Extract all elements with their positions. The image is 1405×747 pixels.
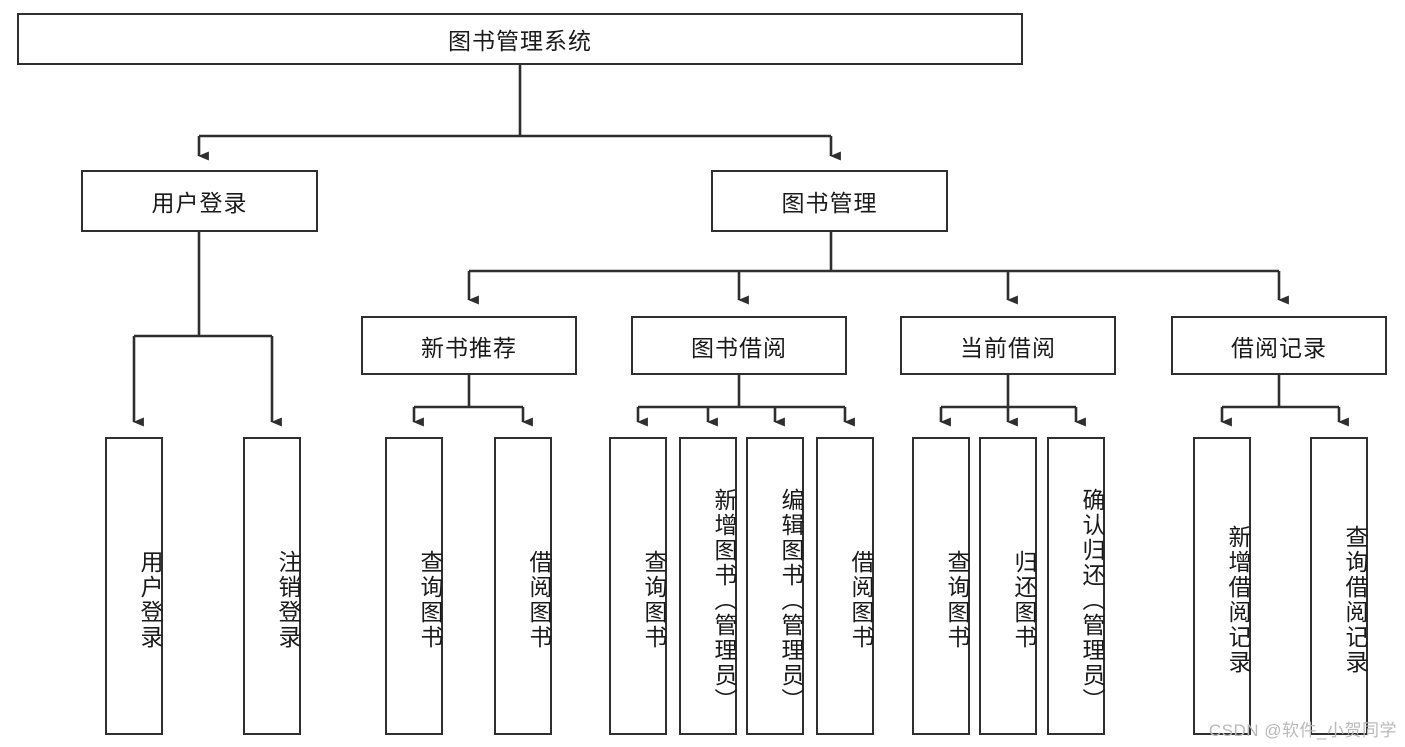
leaf-query-book-3-label: 查询图书 bbox=[944, 550, 970, 650]
leaf-add-book-label: 新增图书（管理员） bbox=[711, 487, 737, 713]
node-book-borrow[interactable]: 图书借阅 bbox=[631, 316, 847, 375]
leaf-query-book-2-label: 查询图书 bbox=[641, 550, 667, 650]
leaf-borrow-book-1-label: 借阅图书 bbox=[526, 550, 552, 650]
leaf-borrow-book-1[interactable]: 借阅图书 bbox=[494, 437, 552, 735]
node-current-borrow-label: 当前借阅 bbox=[960, 334, 1056, 361]
leaf-add-book[interactable]: 新增图书（管理员） bbox=[679, 437, 737, 735]
node-root-label: 图书管理系统 bbox=[448, 28, 592, 54]
leaf-user-logout-label: 注销登录 bbox=[275, 550, 301, 650]
leaf-return-book[interactable]: 归还图书 bbox=[979, 437, 1037, 735]
leaf-query-record-label: 查询借阅记录 bbox=[1342, 525, 1368, 675]
leaf-edit-book[interactable]: 编辑图书（管理员） bbox=[746, 437, 804, 735]
leaf-user-logout[interactable]: 注销登录 bbox=[243, 437, 301, 735]
leaf-query-record[interactable]: 查询借阅记录 bbox=[1310, 437, 1368, 735]
leaf-edit-book-label: 编辑图书（管理员） bbox=[778, 487, 804, 713]
leaf-confirm-return-label: 确认归还（管理员） bbox=[1079, 487, 1105, 713]
leaf-user-login[interactable]: 用户登录 bbox=[105, 437, 163, 735]
csdn-watermark: CSDN @软件_小贺同学 bbox=[1208, 721, 1397, 740]
leaf-user-login-label: 用户登录 bbox=[137, 550, 163, 650]
leaf-query-book-3[interactable]: 查询图书 bbox=[912, 437, 970, 735]
node-book-management-label: 图书管理 bbox=[781, 190, 878, 216]
leaf-query-book-2[interactable]: 查询图书 bbox=[609, 437, 667, 735]
leaf-borrow-book-2-label: 借阅图书 bbox=[848, 550, 874, 650]
leaf-add-record[interactable]: 新增借阅记录 bbox=[1193, 437, 1251, 735]
node-new-book-recommend[interactable]: 新书推荐 bbox=[361, 316, 577, 375]
node-borrow-record[interactable]: 借阅记录 bbox=[1171, 316, 1387, 375]
node-root[interactable]: 图书管理系统 bbox=[17, 13, 1023, 65]
leaf-return-book-label: 归还图书 bbox=[1011, 550, 1037, 650]
leaf-query-book-1[interactable]: 查询图书 bbox=[385, 437, 443, 735]
leaf-borrow-book-2[interactable]: 借阅图书 bbox=[816, 437, 874, 735]
leaf-add-record-label: 新增借阅记录 bbox=[1225, 525, 1251, 675]
node-user-login-label: 用户登录 bbox=[151, 190, 248, 216]
node-book-borrow-label: 图书借阅 bbox=[691, 334, 787, 361]
node-book-management[interactable]: 图书管理 bbox=[711, 170, 948, 232]
node-current-borrow[interactable]: 当前借阅 bbox=[900, 316, 1116, 375]
node-new-book-recommend-label: 新书推荐 bbox=[421, 334, 517, 361]
node-user-login[interactable]: 用户登录 bbox=[81, 170, 318, 232]
leaf-confirm-return[interactable]: 确认归还（管理员） bbox=[1047, 437, 1105, 735]
leaf-query-book-1-label: 查询图书 bbox=[417, 550, 443, 650]
node-borrow-record-label: 借阅记录 bbox=[1231, 334, 1327, 361]
